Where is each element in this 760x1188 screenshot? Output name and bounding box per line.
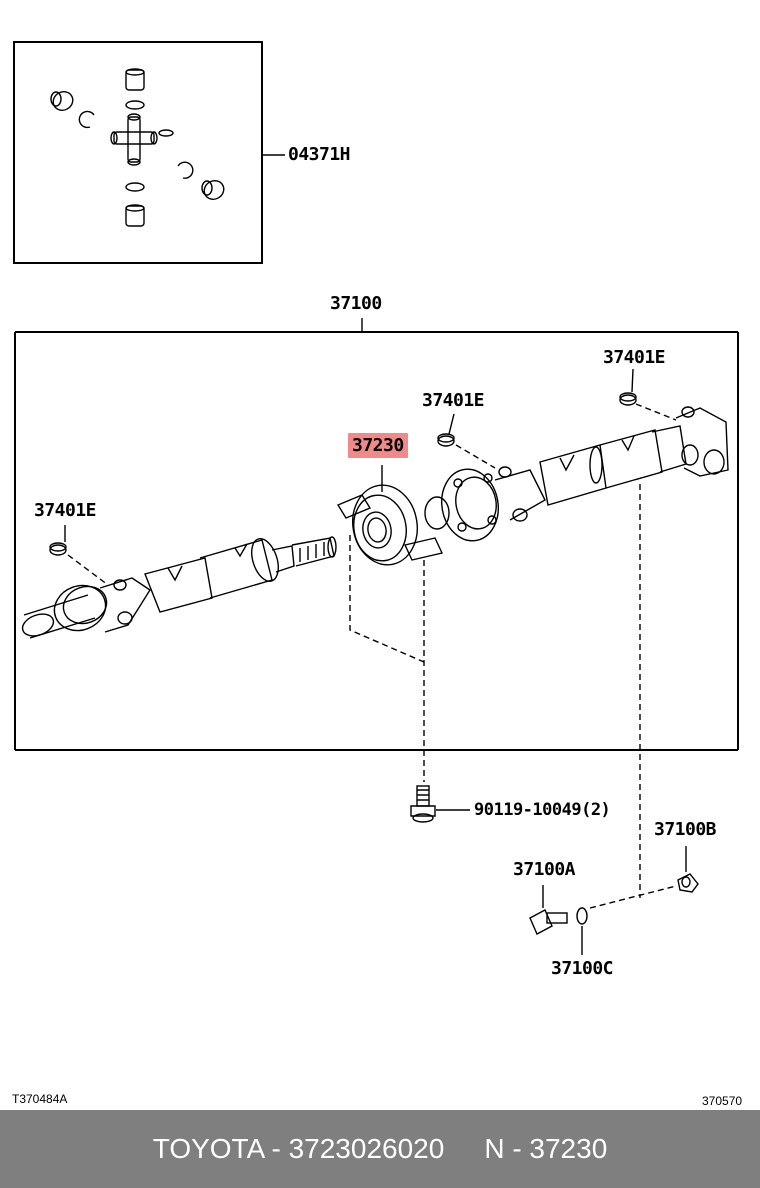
part-number-37230-highlighted[interactable]: 37230 (348, 433, 408, 458)
part-number-37100a[interactable]: 37100A (513, 859, 576, 880)
page-reference: 370570 (702, 1094, 743, 1108)
bolt-a-drawing (529, 885, 568, 935)
footer-bar: TOYOTA - 3723026020 N - 37230 (0, 1110, 760, 1188)
dust-cap-left (49, 544, 67, 556)
flange-bolt-drawing (410, 785, 436, 823)
footer-brand-part: TOYOTA - 3723026020 (152, 1133, 445, 1164)
part-number-37401e-left[interactable]: 37401E (34, 500, 97, 521)
washer-c-drawing (576, 907, 588, 925)
part-number-37100c[interactable]: 37100C (551, 958, 614, 979)
spider-kit-drawing (50, 68, 225, 227)
part-number-37401e-right[interactable]: 37401E (603, 347, 666, 368)
part-number-90119-10049[interactable]: 90119-10049(2) (474, 800, 611, 820)
center-bearing-drawing (336, 484, 443, 566)
part-number-37100[interactable]: 37100 (330, 293, 382, 314)
dust-cap-right (619, 394, 637, 406)
inset-frame (13, 41, 263, 264)
footer-ref-part: N - 37230 (484, 1133, 608, 1164)
right-shaft-drawing (424, 406, 729, 542)
diagram-drawing (13, 41, 739, 955)
part-number-37100b[interactable]: 37100B (654, 819, 717, 840)
nut-b-drawing (677, 846, 699, 893)
dust-cap-middle (437, 435, 455, 447)
left-shaft-drawing (21, 536, 337, 639)
part-number-04371h[interactable]: 04371H (288, 144, 351, 165)
figure-id: T370484A (12, 1092, 68, 1106)
parts-diagram: 04371H 37100 37401E 37401E 37230 37401E … (12, 41, 743, 1108)
part-number-37401e-middle[interactable]: 37401E (422, 390, 485, 411)
